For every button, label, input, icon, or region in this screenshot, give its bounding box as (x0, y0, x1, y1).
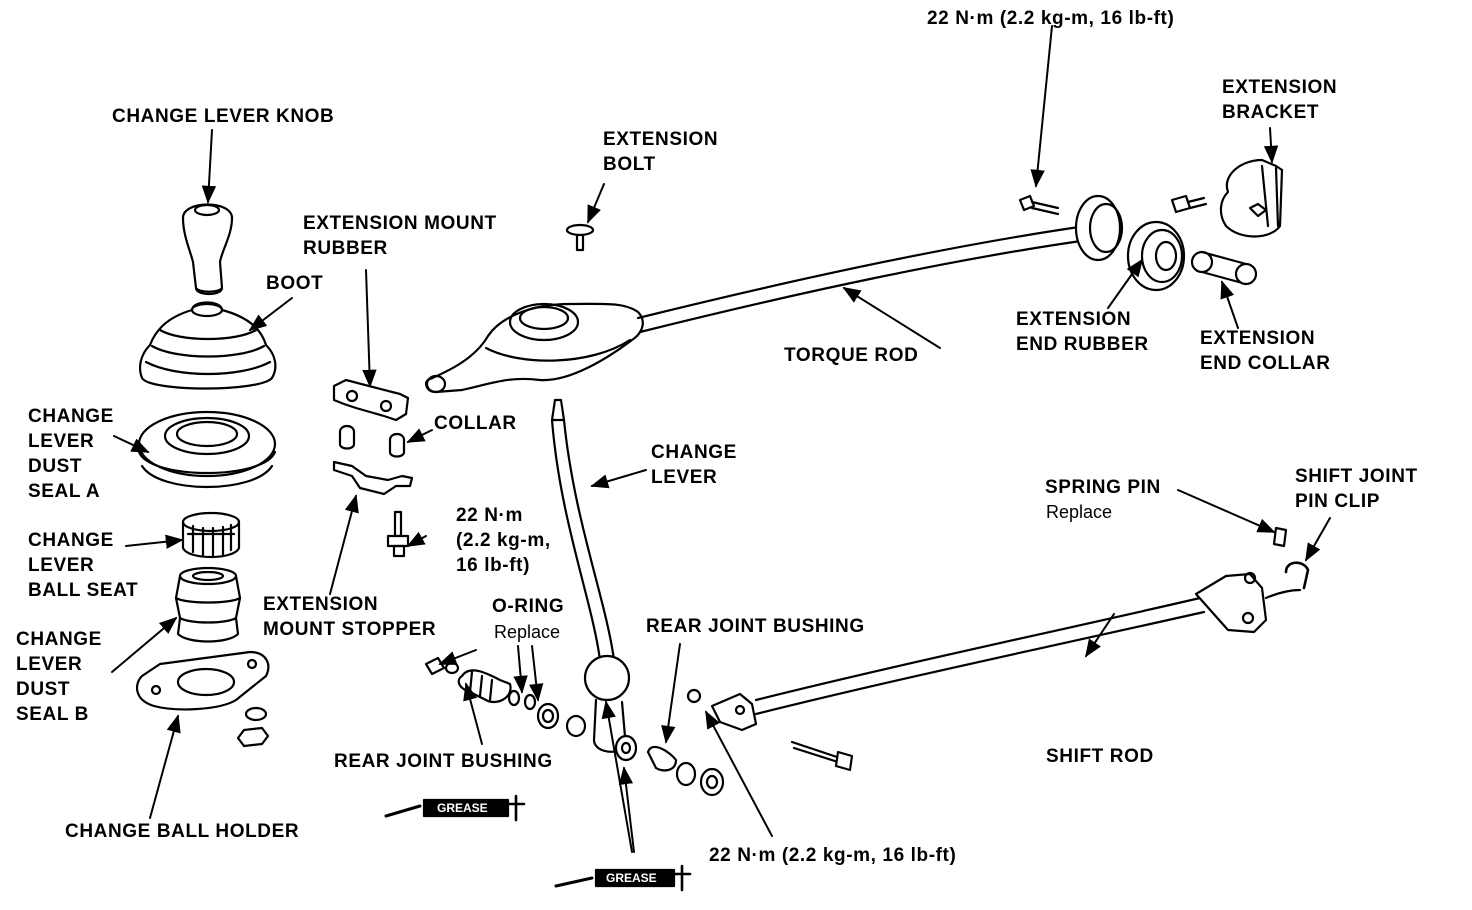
dust-seal-a-part (137, 410, 277, 488)
extension-bracket-part (1219, 158, 1284, 238)
label-dust-seal-b: CHANGE LEVER DUST SEAL B (16, 629, 102, 725)
label-rear-joint-bushing-left: REAR JOINT BUSHING (334, 751, 553, 772)
label-shift-joint-pin-clip: SHIFT JOINT PIN CLIP (1295, 466, 1418, 512)
change-lever-part (550, 398, 638, 762)
label-spring-pin: SPRING PIN (1045, 477, 1161, 498)
collar-part-left (338, 424, 356, 450)
grease-gun-2 (554, 864, 692, 892)
extension-mount-rubber-part (332, 378, 410, 422)
label-torque-top: 22 N·m (2.2 kg-m, 16 lb-ft) (927, 8, 1175, 29)
leader-arrows (111, 25, 1331, 853)
dust-seal-b-part (174, 566, 242, 643)
label-extension-bracket: EXTENSION BRACKET (1222, 77, 1338, 123)
label-rear-joint-bushing-right: REAR JOINT BUSHING (646, 616, 865, 637)
torque-rod-part (425, 224, 1090, 394)
spring-pin-part (1272, 526, 1288, 548)
label-shift-rod: SHIFT ROD (1046, 746, 1154, 767)
label-torque-rod: TORQUE ROD (784, 345, 919, 366)
extension-mount-stopper-part (332, 460, 414, 496)
extension-bolt-part (565, 223, 595, 252)
label-extension-bolt: EXTENSION BOLT (603, 129, 719, 175)
change-lever-knob-part (181, 203, 234, 296)
rear-joint-bushing-left-part (424, 656, 587, 738)
mount-bolt-part (386, 510, 410, 558)
label-collar: COLLAR (434, 413, 517, 434)
extension-end-rubber-part (1074, 194, 1186, 292)
label-boot: BOOT (266, 273, 324, 294)
label-torque-bottom: 22 N·m (2.2 kg-m, 16 lb-ft) (709, 845, 957, 866)
label-extension-end-rubber: EXTENSION END RUBBER (1016, 309, 1149, 355)
grease-label-2: GREASE (606, 871, 657, 885)
shift-joint-pin-clip-part (1284, 561, 1310, 590)
shift-bolt-part (790, 740, 854, 772)
label-change-lever: CHANGE LEVER (651, 442, 737, 488)
bracket-bolt-part (1170, 194, 1208, 214)
extension-end-collar-part (1190, 250, 1258, 286)
grease-label-1: GREASE (437, 801, 488, 815)
label-spring-pin-note: Replace (1046, 502, 1113, 522)
label-extension-mount-rubber: EXTENSION MOUNT RUBBER (303, 213, 497, 259)
label-o-ring: O-RING (492, 596, 565, 617)
nut-part (236, 726, 270, 748)
washer-part (244, 706, 268, 722)
boot-part (139, 301, 277, 390)
torque-bolt-part (1018, 194, 1060, 216)
rear-joint-bushing-right-part (646, 745, 725, 797)
change-ball-holder-part (135, 650, 270, 711)
grease-gun-1 (384, 794, 526, 822)
label-extension-mount-stopper: EXTENSION MOUNT STOPPER (263, 594, 437, 640)
ball-seat-part (181, 511, 241, 559)
label-extension-end-collar: EXTENSION END COLLAR (1200, 328, 1331, 374)
label-change-ball-holder: CHANGE BALL HOLDER (65, 821, 300, 842)
collar-part-right (388, 432, 406, 458)
label-o-ring-note: Replace (494, 622, 561, 642)
label-torque-mount: 22 N·m (2.2 kg-m, 16 lb-ft) (456, 505, 551, 576)
label-dust-seal-a: CHANGE LEVER DUST SEAL A (28, 406, 114, 502)
shift-rod-part (686, 571, 1302, 732)
label-ball-seat: CHANGE LEVER BALL SEAT (28, 530, 139, 601)
label-change-lever-knob: CHANGE LEVER KNOB (112, 106, 335, 127)
